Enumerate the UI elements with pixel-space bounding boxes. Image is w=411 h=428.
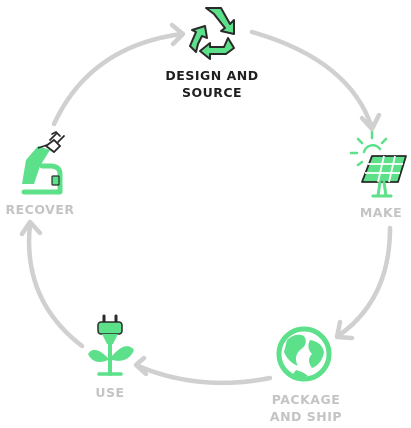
stage-label-package-line2: AND SHIP: [269, 409, 343, 424]
stage-label-make-line1: MAKE: [359, 205, 403, 220]
stage-label-use-line1: USE: [95, 385, 125, 400]
stage-label-design-line2: SOURCE: [181, 85, 243, 100]
stage-label-design-line1: DESIGN AND: [165, 68, 259, 83]
arrow-recover-to-design: [51, 31, 185, 127]
arrow-make-to-package: [335, 225, 393, 339]
stage-label-package-line1: PACKAGE: [271, 392, 341, 407]
arrow-use-to-recover-head: [19, 219, 43, 237]
plug-plant-icon: [88, 314, 134, 376]
stage-label-use: USE: [88, 384, 132, 401]
stage-label-recover: RECOVER: [0, 201, 80, 218]
arrow-design-to-make: [249, 29, 375, 131]
arrow-package-to-use-head: [133, 355, 149, 377]
stage-label-make: MAKE: [356, 204, 406, 221]
arrow-package-to-use: [135, 363, 273, 386]
arrow-use-to-recover: [26, 221, 85, 349]
stage-label-design: DESIGN AND SOURCE: [152, 67, 272, 101]
recovery-machine-icon: [21, 131, 65, 195]
recycle-icon: [189, 7, 235, 60]
arrow-make-to-package-head: [334, 319, 355, 341]
arrow-design-to-make-head: [359, 112, 382, 132]
stage-label-recover-line1: RECOVER: [5, 202, 75, 217]
arrow-recover-to-design-head: [169, 22, 186, 47]
stage-label-package: PACKAGE AND SHIP: [256, 391, 356, 425]
globe-icon: [276, 326, 332, 382]
solar-panel-icon: [349, 130, 407, 198]
